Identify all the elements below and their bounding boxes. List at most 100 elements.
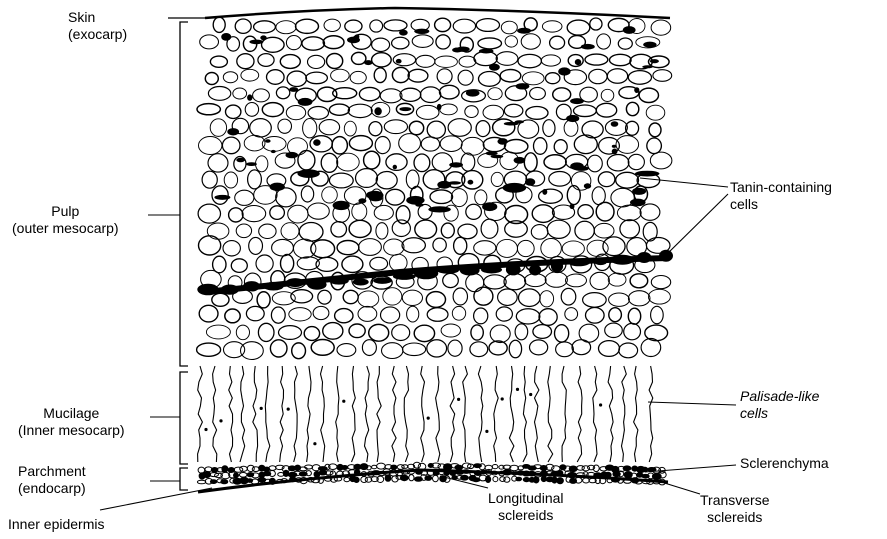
tanin-cell	[449, 162, 463, 167]
pulp-cell	[610, 54, 632, 65]
pulp-cell	[476, 19, 499, 32]
pulp-cell	[337, 153, 360, 171]
intercellular-patch	[468, 180, 474, 185]
pulp-bracket	[180, 22, 188, 366]
sclereid	[197, 480, 205, 484]
pulp-cell	[324, 19, 340, 31]
pulp-cell	[416, 55, 435, 67]
pulp-cell	[545, 272, 567, 287]
intercellular-patch	[497, 138, 507, 145]
pulp-cell	[226, 105, 241, 118]
pulp-cell	[435, 56, 458, 67]
pulp-cell	[519, 289, 541, 307]
pulp-cell	[649, 123, 661, 137]
tanin-cell	[637, 252, 651, 263]
pulp-cell	[440, 136, 462, 152]
palisade-cell-wall	[229, 366, 233, 462]
pulp-cell	[451, 189, 467, 207]
pulp-cell	[574, 105, 597, 117]
palisade-cell-wall	[198, 366, 203, 462]
pulp-cell	[235, 190, 254, 205]
pulp-cell	[628, 308, 640, 324]
palisade-cell-wall	[404, 366, 408, 462]
pulp-cell	[608, 273, 626, 286]
pulp-cell	[647, 138, 662, 154]
pulp-cell	[628, 291, 650, 306]
pulp-cell	[381, 307, 400, 323]
pulp-cell	[267, 70, 285, 85]
pulp-cell	[392, 325, 410, 341]
pulp-cell	[323, 36, 344, 49]
intercellular-patch	[612, 145, 617, 148]
palisade-cell-wall	[548, 366, 553, 462]
cell-nucleus	[427, 417, 430, 420]
pulp-cell	[384, 239, 404, 255]
pulp-cell	[427, 340, 447, 357]
pulp-cell	[479, 72, 501, 87]
pulp-cell	[402, 238, 425, 253]
sclereid	[642, 467, 648, 471]
tanin-cell	[525, 178, 535, 185]
sclerenchyma-text: Sclerenchyma	[740, 455, 829, 472]
pulp-cell	[250, 119, 272, 137]
sclereid	[455, 465, 463, 469]
palisade-cell-wall	[253, 366, 258, 462]
intercellular-patch	[466, 90, 480, 97]
pulp-cell	[308, 107, 328, 120]
sclereid	[425, 476, 432, 481]
pulp-cell	[248, 170, 262, 189]
intercellular-patch	[650, 59, 659, 63]
palisade-cell-wall	[577, 366, 582, 462]
pulp-cell	[286, 106, 305, 120]
sclereid	[344, 477, 350, 481]
tanin-cell	[529, 265, 541, 276]
tanin-cell	[197, 284, 218, 296]
intercellular-patch	[517, 28, 531, 34]
mucilage-label: Mucilage (Inner mesocarp)	[18, 405, 125, 439]
pulp-cell	[427, 308, 448, 322]
pulp-cell	[331, 69, 350, 82]
layer-brackets	[168, 18, 205, 490]
tanin-cell	[270, 183, 285, 191]
pulp-cell	[301, 186, 313, 202]
palisade-cell-wall	[562, 366, 566, 462]
pulp-cell	[298, 151, 315, 170]
pulp-cell	[236, 224, 251, 238]
pulp-cell	[403, 343, 426, 356]
pulp-cell	[235, 19, 251, 33]
pulp-cell	[350, 71, 366, 83]
pulp-cell	[233, 88, 247, 99]
intercellular-patch	[437, 104, 442, 110]
sclereid	[492, 465, 498, 469]
pulp-cell	[224, 342, 245, 358]
pulp-cell	[292, 343, 306, 359]
tanin-cell	[611, 255, 635, 265]
pulp-cell	[605, 323, 623, 337]
mucilage-label-line1: Mucilage	[18, 405, 125, 422]
sclereid	[221, 480, 228, 484]
pulp-cell	[332, 137, 347, 154]
pulp-cell	[382, 343, 403, 359]
pulp-cell	[458, 224, 477, 239]
tanin-label-line1: Tanin-containing	[730, 179, 832, 196]
pulp-cell	[329, 173, 353, 188]
pulp-cell	[624, 323, 641, 339]
pulp-cell	[348, 104, 372, 117]
parchment-sclereid-layer	[197, 462, 666, 485]
pulp-cell	[199, 305, 218, 322]
pulp-cell	[223, 72, 237, 83]
sclereid	[613, 472, 620, 477]
pulp-cell	[364, 151, 380, 169]
sclereid	[486, 476, 491, 482]
pulp-cell	[349, 220, 371, 237]
pulp-cell	[311, 240, 335, 258]
pulp-cell	[288, 205, 308, 223]
pulp-cell	[585, 54, 608, 65]
intercellular-patch	[516, 83, 530, 89]
pulp-cell	[589, 69, 607, 83]
pulp-cell	[392, 37, 409, 49]
pulp-cell	[376, 223, 388, 239]
sclereid	[342, 466, 348, 470]
cell-nucleus	[287, 408, 290, 411]
pulp-cell	[452, 306, 465, 320]
